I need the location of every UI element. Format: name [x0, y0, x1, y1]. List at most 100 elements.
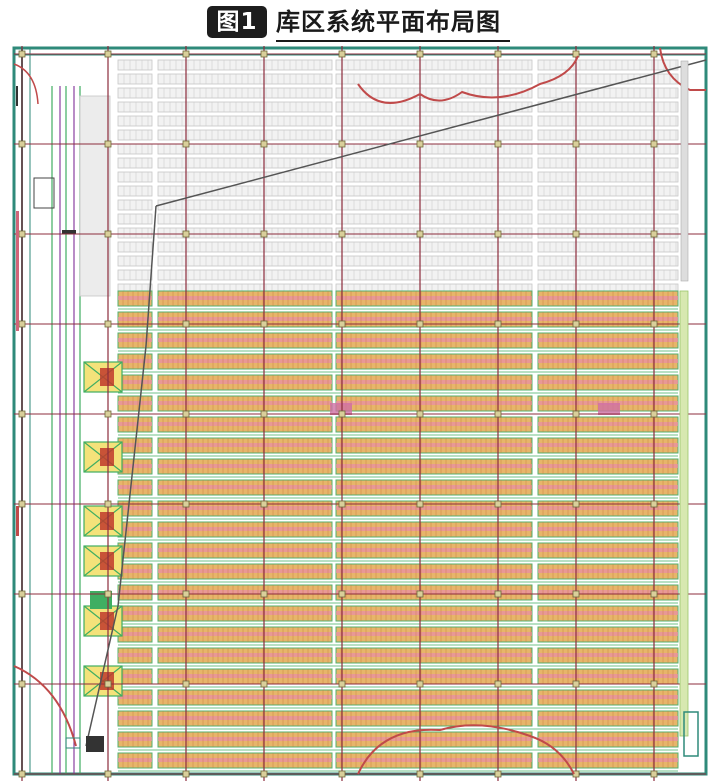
empty-rack-row [117, 101, 153, 113]
column-marker [104, 770, 112, 778]
rack-row-band [158, 506, 332, 510]
column-marker [416, 50, 424, 58]
empty-rack-row [335, 87, 533, 99]
empty-rack-row [157, 115, 333, 127]
column-marker [650, 590, 658, 598]
equipment-outline [65, 737, 81, 749]
column-marker [494, 320, 502, 328]
empty-rack-row [537, 87, 679, 99]
empty-rack-row [335, 199, 533, 211]
rack-row-band [336, 380, 532, 384]
column-marker [650, 50, 658, 58]
column-marker [18, 140, 26, 148]
column-marker [260, 680, 268, 688]
rack-row-band [158, 338, 332, 342]
rack-row-band [158, 464, 332, 468]
right-edge-strip [679, 290, 689, 737]
lower-storage-area-filled [117, 290, 679, 772]
upper-left-curve [13, 63, 39, 105]
rack-row-band [336, 527, 532, 531]
station-core [100, 448, 114, 466]
rack-row-band [118, 485, 152, 489]
column-marker [650, 230, 658, 238]
station-core [100, 512, 114, 530]
column-marker [650, 500, 658, 508]
column-marker [650, 410, 658, 418]
empty-rack-row [117, 59, 153, 71]
left-dark-marker [16, 86, 18, 106]
column-marker [18, 410, 26, 418]
left-edge-markers [16, 86, 19, 536]
rack-row-band [336, 359, 532, 363]
empty-rack-row [335, 255, 533, 267]
column-marker [182, 770, 190, 778]
column-marker [494, 230, 502, 238]
column-marker [260, 410, 268, 418]
column-marker [104, 500, 112, 508]
empty-rack-row [157, 227, 333, 239]
column-marker [338, 590, 346, 598]
column-marker [650, 140, 658, 148]
rack-row-band [118, 296, 152, 300]
column-marker [494, 140, 502, 148]
column-marker [260, 320, 268, 328]
rack-row-band [336, 506, 532, 510]
figure-header: 图1 库区系统平面布局图 [0, 0, 722, 46]
empty-rack-row [157, 213, 333, 225]
empty-rack-row [335, 171, 533, 183]
warehouse-floor-plan [12, 46, 708, 781]
rack-row-band [336, 569, 532, 573]
column-marker [416, 140, 424, 148]
column-marker [494, 770, 502, 778]
column-marker [494, 590, 502, 598]
rack-row-band [336, 632, 532, 636]
empty-rack-row [537, 171, 679, 183]
column-marker [416, 500, 424, 508]
empty-rack-row [537, 213, 679, 225]
rack-row-band [118, 569, 152, 573]
rack-row-band [158, 758, 332, 762]
column-marker [572, 590, 580, 598]
rack-row-band [118, 380, 152, 384]
column-marker [182, 140, 190, 148]
column-marker [338, 410, 346, 418]
rack-row-band [336, 653, 532, 657]
column-marker [572, 320, 580, 328]
column-marker [416, 410, 424, 418]
empty-rack-row [117, 143, 153, 155]
figure-number-badge: 图1 [207, 6, 267, 38]
column-marker [18, 50, 26, 58]
column-marker [104, 230, 112, 238]
upper-left-rack [79, 95, 111, 297]
rack-row-band [158, 674, 332, 678]
empty-rack-row [335, 59, 533, 71]
rack-row-band [336, 590, 532, 594]
rack-row-band [118, 653, 152, 657]
column-marker [650, 680, 658, 688]
empty-rack-row [157, 269, 333, 281]
sloped-boundary-line [155, 59, 707, 207]
rack-row-band [336, 338, 532, 342]
empty-rack-row [157, 255, 333, 267]
column-marker [338, 770, 346, 778]
rack-row-band [158, 569, 332, 573]
column-marker [572, 500, 580, 508]
rack-row-band [336, 758, 532, 762]
column-marker [104, 410, 112, 418]
figure-title: 库区系统平面布局图 [276, 8, 501, 36]
column-grid [14, 46, 706, 781]
left-red-marker [16, 211, 19, 331]
left-red-marker-2 [16, 506, 19, 536]
equipment-block [86, 736, 104, 752]
empty-rack-row [335, 129, 533, 141]
rack-row-band [336, 443, 532, 447]
rack-row-band [118, 548, 152, 552]
empty-rack-row [117, 87, 153, 99]
rack-row-band [336, 737, 532, 741]
rack-row-band [158, 737, 332, 741]
column-marker [260, 500, 268, 508]
empty-rack-row [335, 115, 533, 127]
column-marker [650, 770, 658, 778]
control-box [33, 177, 55, 209]
lower-left-curve [13, 665, 77, 747]
